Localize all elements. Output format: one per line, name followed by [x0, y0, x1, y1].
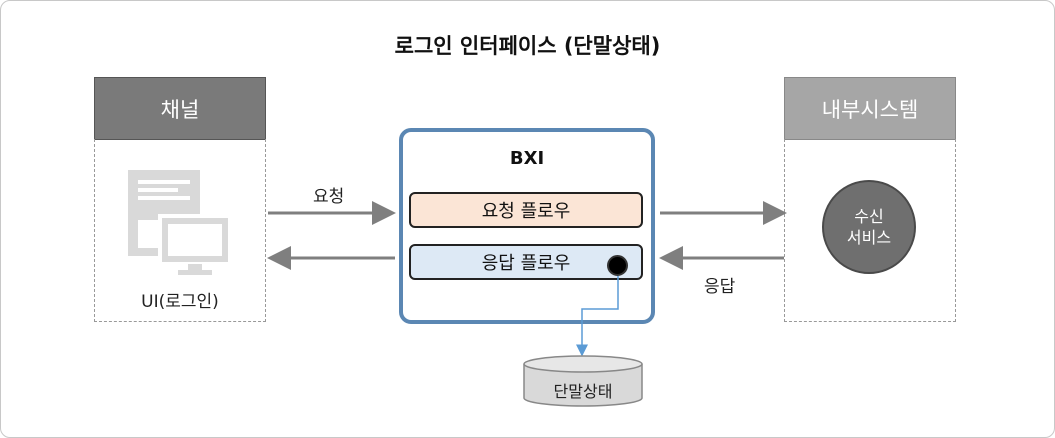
service-line2: 서비스	[846, 228, 892, 247]
request-flow-box: 요청 플로우	[409, 192, 643, 228]
response-flow-label: 응답 플로우	[481, 253, 571, 274]
internal-system-box	[784, 139, 956, 322]
ui-login-label: UI(로그인)	[141, 292, 219, 312]
service-line1: 수신	[854, 207, 884, 226]
response-hook-dot	[607, 255, 628, 276]
request-label: 요청	[313, 187, 345, 207]
response-flow-box: 응답 플로우	[409, 244, 643, 280]
ui-screen-icon	[128, 170, 232, 275]
internal-system-header: 내부시스템	[784, 77, 956, 140]
datastore-cylinder	[523, 355, 643, 407]
diagram-title: 로그인 인터페이스 (단말상태)	[394, 34, 661, 58]
datastore-connector	[576, 276, 619, 357]
bxi-title: BXI	[509, 148, 545, 169]
channel-box	[94, 139, 266, 322]
datastore-label: 단말상태	[553, 382, 613, 401]
response-label: 응답	[704, 277, 736, 297]
receive-service-node: 수신 서비스	[822, 180, 916, 274]
channel-header: 채널	[94, 77, 266, 140]
